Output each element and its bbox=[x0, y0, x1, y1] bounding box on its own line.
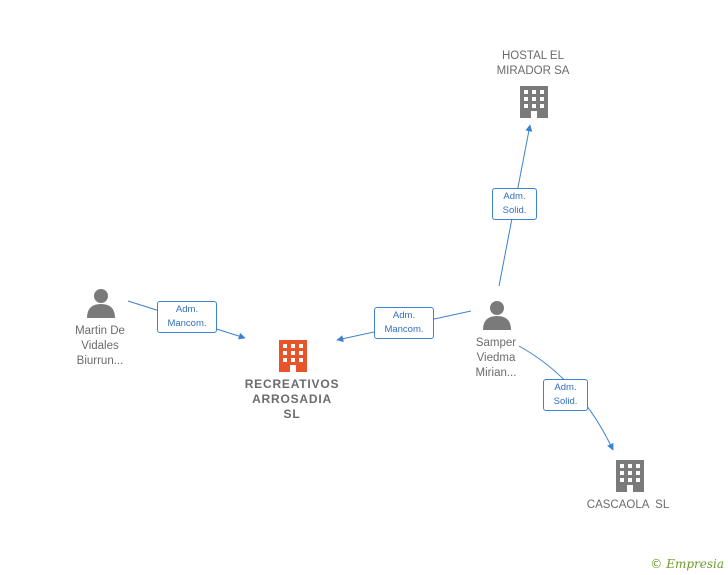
building-icon[interactable] bbox=[616, 460, 644, 492]
person-icon[interactable] bbox=[87, 289, 115, 318]
node-label-hostal[interactable]: HOSTAL EL MIRADOR SA bbox=[496, 50, 570, 77]
brand-logo[interactable]: ©Empresia bbox=[650, 557, 724, 571]
edge-label-samper-recreativos: Adm. Mancom. bbox=[374, 307, 434, 339]
node-label-samper[interactable]: Samper Viedma Mirian... bbox=[475, 337, 517, 379]
edge-label-samper-cascaola: Adm. Solid. bbox=[543, 379, 588, 411]
person-icon[interactable] bbox=[483, 301, 511, 330]
node-label-recreativos[interactable]: RECREATIVOS ARROSADIA SL bbox=[244, 377, 340, 421]
node-label-martin[interactable]: Martin De Vidales Biurrun... bbox=[75, 325, 125, 367]
edge-label-samper-hostal: Adm. Solid. bbox=[492, 188, 537, 220]
edge-label-martin-recreativos: Adm. Mancom. bbox=[157, 301, 217, 333]
brand-name: Empresia bbox=[666, 557, 724, 571]
copyright-symbol: © bbox=[650, 557, 663, 571]
node-label-cascaola[interactable]: CASCAOLA SL bbox=[586, 499, 670, 511]
building-icon[interactable] bbox=[520, 86, 548, 118]
building-icon[interactable] bbox=[279, 340, 307, 372]
